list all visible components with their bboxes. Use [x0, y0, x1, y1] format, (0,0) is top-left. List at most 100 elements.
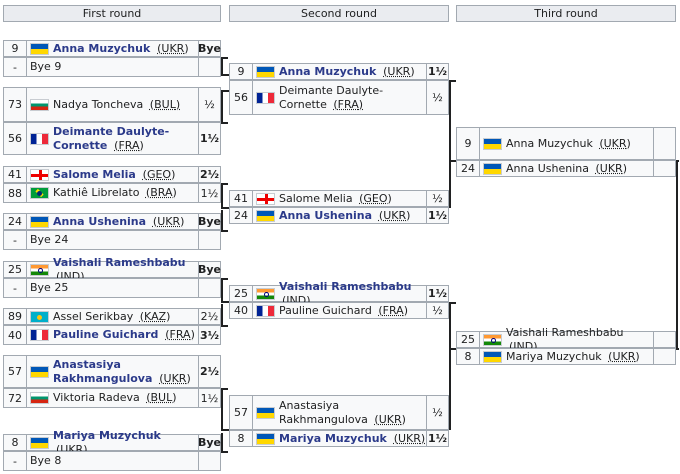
country-code: (BRA) — [145, 186, 177, 199]
player-name-link[interactable]: Salome Melia — [279, 191, 353, 205]
player-name-link[interactable]: Anastasiya Rakhmangulova — [279, 398, 368, 426]
player-text: Pauline Guichard (FRA) — [279, 304, 408, 318]
player-name-link[interactable]: Anna Muzychuk — [506, 136, 593, 150]
score: ½ — [426, 303, 448, 318]
score: 1½ — [426, 208, 448, 223]
score — [653, 128, 675, 159]
flag-icon — [30, 168, 49, 181]
seed: 56 — [4, 123, 27, 154]
player-name-link[interactable]: Nadya Toncheva — [53, 97, 144, 111]
player-name-link[interactable]: Bye 9 — [30, 60, 62, 73]
country-code: (UKR) — [383, 64, 415, 78]
player-cell: Vaishali Rameshbabu (IND) — [27, 256, 199, 283]
player-name-link[interactable]: Mariya Muzychuk — [279, 431, 387, 445]
player-name-link[interactable]: Pauline Guichard — [53, 328, 159, 341]
country-code: (GEO) — [359, 191, 392, 205]
player-name-link[interactable]: Deimante Daulyte-Cornette — [279, 83, 384, 111]
player-row: -Bye 25 — [3, 278, 221, 298]
seed: 9 — [457, 128, 480, 159]
player-cell: Anna Ushenina (UKR) — [27, 214, 199, 229]
seed: 73 — [4, 88, 27, 121]
player-name-link[interactable]: Pauline Guichard — [279, 303, 372, 317]
bracket-connector-line — [221, 325, 228, 327]
player-name-link[interactable]: Kathiê Librelato — [53, 186, 140, 199]
player-name-link[interactable]: Vaishali Rameshbabu — [53, 255, 186, 269]
country-code-text: FRA — [118, 138, 140, 152]
country-code-text: UKR — [163, 371, 187, 385]
player-name-link[interactable]: Mariya Muzychuk — [506, 349, 602, 363]
player-name-link[interactable]: Bye 25 — [30, 281, 69, 294]
player-name-link[interactable]: Anna Ushenina — [279, 208, 373, 222]
country-code-text: FRA — [337, 97, 359, 111]
bracket-connector-line — [221, 278, 223, 302]
player-text: Anna Ushenina (UKR) — [506, 162, 627, 176]
seed: - — [4, 231, 27, 249]
player-text: Bye 9 — [30, 60, 61, 74]
bracket-connector-line — [221, 301, 229, 303]
player-name-link[interactable]: Mariya Muzychuk — [53, 428, 161, 442]
player-cell: Deimante Daulyte-Cornette (FRA) — [253, 81, 427, 114]
player-cell: Anastasiya Rakhmangulova (UKR) — [253, 396, 427, 429]
country-code-text: UKR — [599, 161, 623, 175]
player-cell: Deimante Daulyte-Cornette (FRA) — [27, 123, 199, 154]
player-text: Anna Muzychuk (UKR) — [279, 65, 415, 79]
country-code: (UKR) — [608, 349, 640, 363]
player-name-link[interactable]: Deimante Daulyte-Cornette — [53, 124, 170, 152]
country-code-text: UKR — [383, 208, 407, 222]
player-cell: Anna Muzychuk (UKR) — [253, 64, 427, 79]
country-code: (FRA) — [333, 97, 364, 111]
player-cell: Bye 8 — [27, 452, 199, 470]
country-code: (KAZ) — [139, 309, 171, 323]
score: 1½ — [426, 286, 448, 301]
score — [653, 332, 675, 347]
player-name-link[interactable]: Anna Ushenina — [506, 161, 589, 175]
country-code-text: KAZ — [144, 309, 167, 323]
flag-icon — [256, 287, 275, 300]
flag-icon — [30, 263, 49, 276]
country-code: (FRA) — [114, 138, 144, 152]
score: 1½ — [426, 431, 448, 446]
player-name-link[interactable]: Anna Muzychuk — [279, 64, 377, 78]
player-cell: Bye 24 — [27, 231, 199, 249]
player-text: Vaishali Rameshbabu (IND) — [53, 256, 199, 284]
player-name-link[interactable]: Viktoria Radeva — [53, 391, 140, 404]
player-text: Pauline Guichard (FRA) — [53, 328, 195, 342]
player-text: Bye 24 — [30, 233, 68, 247]
seed: 57 — [230, 396, 253, 429]
score — [198, 279, 220, 297]
player-name-link[interactable]: Vaishali Rameshbabu — [279, 279, 412, 293]
score: 1½ — [198, 184, 220, 202]
bracket-connector-line — [221, 183, 223, 208]
player-cell: Vaishali Rameshbabu (IND) — [480, 326, 654, 353]
player-text: Anastasiya Rakhmangulova (UKR) — [53, 358, 199, 386]
player-cell: Assel Serikbay (KAZ) — [27, 309, 199, 324]
country-code-text: UKR — [161, 41, 185, 55]
player-name-link[interactable]: Anna Ushenina — [53, 214, 147, 228]
player-name-link[interactable]: Salome Melia — [53, 167, 136, 181]
player-name-link[interactable]: Anastasiya Rakhmangulova — [53, 357, 153, 385]
score: Bye — [198, 262, 222, 277]
player-name-link[interactable]: Anna Muzychuk — [53, 41, 151, 55]
player-text: Mariya Muzychuk (UKR) — [279, 432, 425, 446]
flag-icon — [256, 91, 275, 104]
player-name-link[interactable]: Vaishali Rameshbabu — [506, 325, 624, 339]
player-text: Vaishali Rameshbabu (IND) — [506, 326, 654, 354]
bracket-connector-line — [449, 302, 456, 304]
player-name-link[interactable]: Bye 24 — [30, 233, 69, 246]
flag-icon — [256, 65, 275, 78]
player-cell: Pauline Guichard (FRA) — [27, 326, 199, 344]
country-code-text: UKR — [612, 349, 636, 363]
player-name-link[interactable]: Bye 8 — [30, 454, 62, 467]
seed: 24 — [230, 208, 253, 223]
player-name-link[interactable]: Assel Serikbay — [53, 309, 134, 323]
player-text: Anna Muzychuk (UKR) — [53, 42, 189, 56]
country-code: (UKR) — [374, 412, 406, 426]
bracket-connector-line — [676, 160, 678, 350]
score — [198, 452, 220, 470]
seed: 25 — [4, 262, 27, 277]
